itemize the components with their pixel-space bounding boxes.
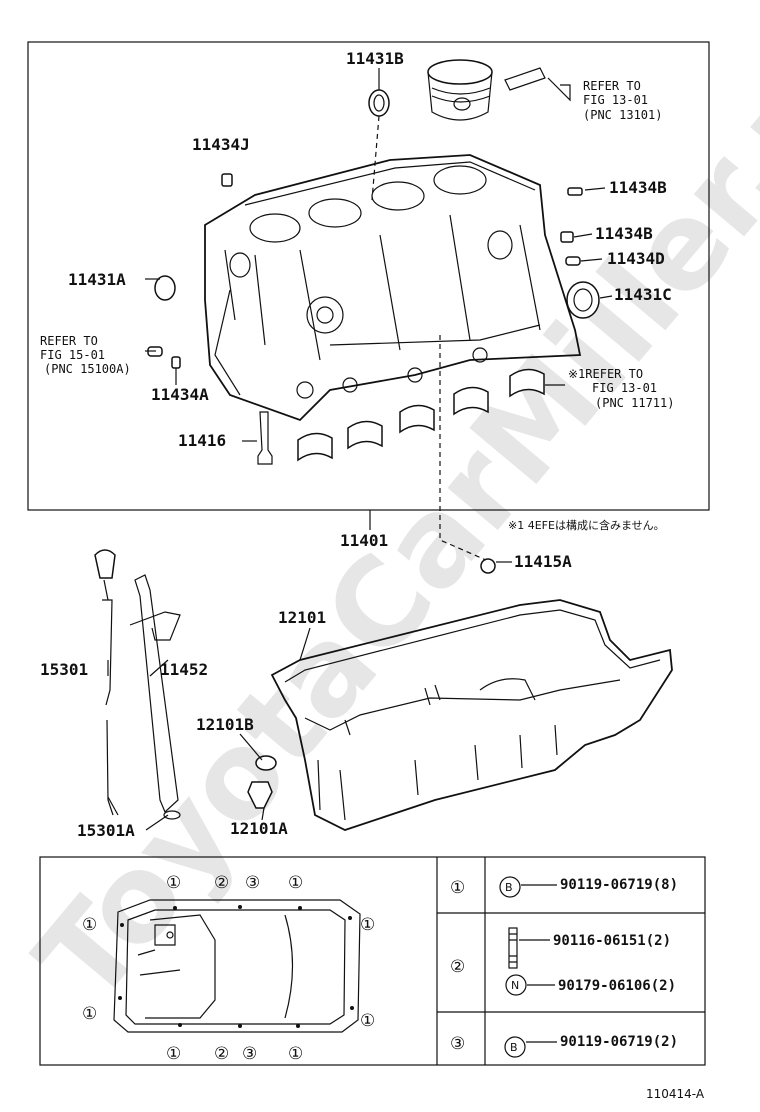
- bolt-pattern-frame: [39, 856, 706, 1066]
- nut-part: 90179-06106(2): [558, 978, 676, 994]
- oil-pan-drawing: [270, 599, 673, 831]
- marker-left-1: ①: [82, 915, 97, 935]
- label-11434D: 11434D: [607, 249, 665, 268]
- table-key-1: ①: [450, 878, 465, 898]
- label-15301A: 15301A: [77, 821, 135, 840]
- marker-right-2: ①: [360, 1011, 375, 1031]
- label-12101A: 12101A: [230, 819, 288, 838]
- stud-part: 90116-06151(2): [553, 933, 671, 949]
- ref-bearing-line2: FIG 13-01: [592, 381, 657, 395]
- pan-top-view: [113, 899, 361, 1033]
- label-11434B-1: 11434B: [609, 178, 667, 197]
- marker-bottom-1: ①: [166, 1044, 181, 1064]
- marker-top-1: ①: [166, 873, 181, 893]
- label-11431A: 11431A: [68, 270, 126, 289]
- table-key-3: ③: [450, 1034, 465, 1054]
- label-11431C: 11431C: [614, 285, 672, 304]
- label-11434J: 11434J: [192, 135, 250, 154]
- bolt-part-3: 90119-06719(2): [560, 1034, 678, 1050]
- ref-bearing-line1: ※1REFER TO: [568, 367, 643, 381]
- label-12101: 12101: [278, 608, 326, 627]
- label-12101B: 12101B: [196, 715, 254, 734]
- label-11434A: 11434A: [151, 385, 209, 404]
- marker-bottom-2: ②: [214, 1044, 229, 1064]
- marker-bottom-3: ③: [242, 1044, 257, 1064]
- nut-type: N: [511, 979, 519, 992]
- label-11452: 11452: [160, 660, 208, 679]
- dipstick-drawing: [94, 549, 181, 820]
- label-11415A: 11415A: [514, 552, 572, 571]
- engine-block-frame: [27, 41, 710, 511]
- label-11431B: 11431B: [346, 49, 404, 68]
- bolt-type-1: B: [505, 881, 513, 894]
- watermark: ToyotaCarMiller.ru: [11, 0, 760, 1029]
- label-11416: 11416: [178, 431, 226, 450]
- stud-icon: [508, 927, 518, 969]
- nut-n-icon: [505, 974, 527, 996]
- marker-top-3: ③: [245, 873, 260, 893]
- marker-left-2: ①: [82, 1004, 97, 1024]
- cylinder-block-drawing: [204, 154, 582, 422]
- bolt-type-3: B: [510, 1041, 518, 1054]
- bearings-drawing: [297, 368, 545, 462]
- marker-top-4: ①: [288, 873, 303, 893]
- bolt-b-icon-3: [504, 1036, 526, 1058]
- diagram-id: 110414-A: [646, 1087, 705, 1101]
- bolt-b-icon: [499, 876, 521, 898]
- leader-lines: [107, 68, 613, 831]
- marker-bottom-4: ①: [288, 1044, 303, 1064]
- marker-right-1: ①: [360, 915, 375, 935]
- ref-piston-line1: REFER TO: [583, 79, 641, 93]
- table-key-2: ②: [450, 957, 465, 977]
- ref-bearing-line3: (PNC 11711): [595, 396, 674, 410]
- note-jp: ※1 4EFEは構成に含みません。: [508, 518, 665, 532]
- marker-top-2: ②: [214, 873, 229, 893]
- small-parts: [147, 89, 600, 574]
- bolt-part-1: 90119-06719(8): [560, 877, 678, 893]
- ref-left-line1: REFER TO: [40, 334, 98, 348]
- label-11434B-2: 11434B: [595, 224, 653, 243]
- piston-drawing: [427, 59, 546, 121]
- ref-left-line3: (PNC 15100A): [44, 362, 131, 376]
- ref-left-line2: FIG 15-01: [40, 348, 105, 362]
- ref-piston-line2: FIG 13-01: [583, 93, 648, 107]
- label-15301: 15301: [40, 660, 88, 679]
- ref-piston-line3: (PNC 13101): [583, 108, 662, 122]
- label-11401: 11401: [340, 531, 388, 550]
